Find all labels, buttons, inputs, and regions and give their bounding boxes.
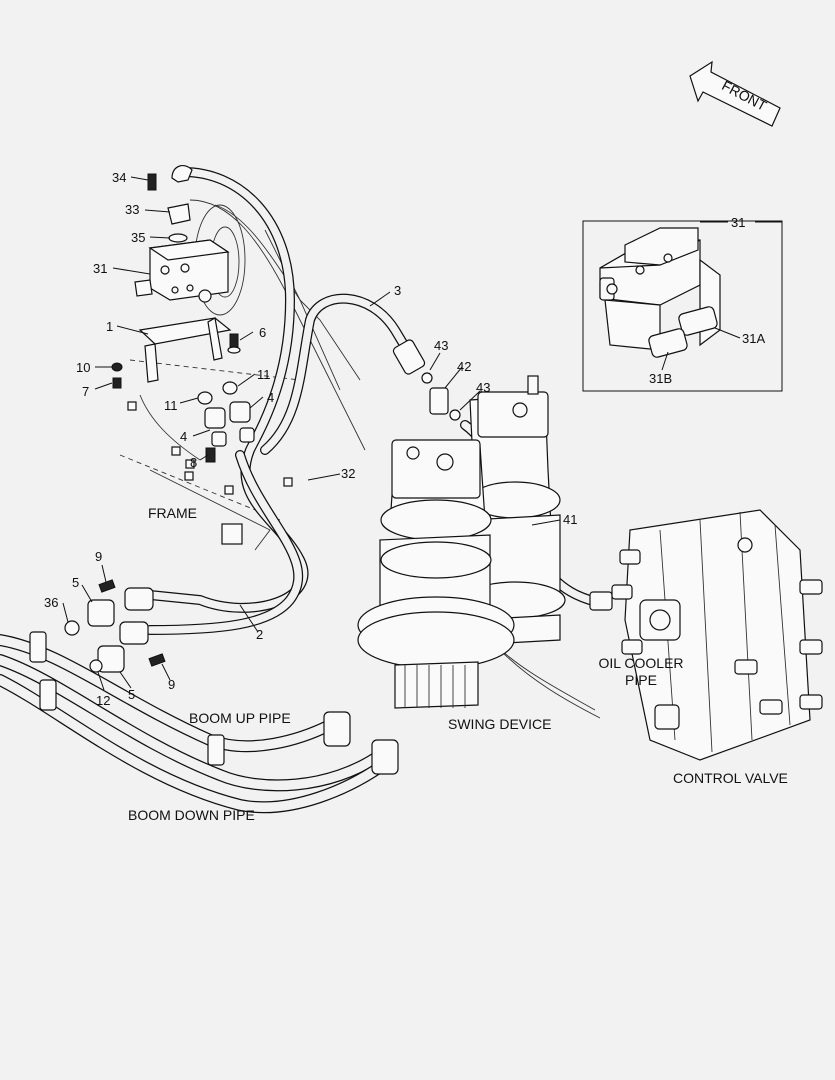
swing-device	[357, 375, 566, 709]
inset-detail-31	[582, 220, 783, 392]
valve-assembly-left	[111, 164, 255, 463]
pipe-clamp	[207, 734, 225, 766]
boom-down-pipe-label: BOOM DOWN PIPE	[128, 807, 255, 823]
callout-9: 9	[168, 677, 175, 692]
callout-33: 33	[125, 202, 139, 217]
oil-cooler-pipe-label-2: PIPE	[625, 672, 657, 688]
callout-41: 41	[563, 512, 577, 527]
pipe-clamp	[29, 631, 47, 663]
callout-42: 42	[457, 359, 471, 374]
frame-block	[221, 523, 243, 545]
swing-hose-fittings	[392, 339, 613, 611]
callout-11: 11	[257, 367, 271, 382]
callout-32: 32	[341, 466, 355, 481]
oil-cooler-pipe-label-1: OIL COOLER	[598, 655, 683, 671]
callout-2: 2	[256, 627, 263, 642]
control-valve-label: CONTROL VALVE	[673, 770, 788, 786]
callout-3: 3	[394, 283, 401, 298]
callout-4: 4	[267, 390, 274, 405]
front-direction-arrow: FRONT	[689, 60, 781, 127]
pipe-clamp	[39, 679, 57, 711]
callout-31a: 31A	[742, 331, 765, 346]
callout-1: 1	[106, 319, 113, 334]
callout-5: 5	[128, 687, 135, 702]
callout-8: 8	[190, 455, 197, 470]
hose-fittings-boom	[64, 579, 166, 673]
frame-label: FRAME	[148, 505, 197, 521]
text-labels: FRAME SWING DEVICE OIL COOLER PIPE CONTR…	[128, 505, 788, 823]
callout-36: 36	[44, 595, 58, 610]
callouts: 34 33 35 31 1 6 10 7 11 11 4 4 8 3 43 42…	[44, 170, 765, 708]
callout-31-inset: 31	[731, 215, 745, 230]
callout-11: 11	[164, 398, 178, 413]
swing-device-label: SWING DEVICE	[448, 716, 551, 732]
pipe-flange	[371, 739, 399, 775]
pipe-flange	[323, 711, 351, 747]
leader-lines	[62, 176, 782, 691]
callout-5: 5	[72, 575, 79, 590]
control-valve	[611, 509, 823, 761]
callout-31b: 31B	[649, 371, 672, 386]
callout-43: 43	[476, 380, 490, 395]
callout-31: 31	[93, 261, 107, 276]
callout-9: 9	[95, 549, 102, 564]
callout-43: 43	[434, 338, 448, 353]
callout-35: 35	[131, 230, 145, 245]
callout-7: 7	[82, 384, 89, 399]
callout-6: 6	[259, 325, 266, 340]
callout-10: 10	[76, 360, 90, 375]
callout-34: 34	[112, 170, 126, 185]
boom-pipes	[0, 631, 399, 814]
frame-structure	[119, 199, 366, 551]
boom-up-pipe-label: BOOM UP PIPE	[189, 710, 291, 726]
callout-12: 12	[96, 693, 110, 708]
callout-4: 4	[180, 429, 187, 444]
